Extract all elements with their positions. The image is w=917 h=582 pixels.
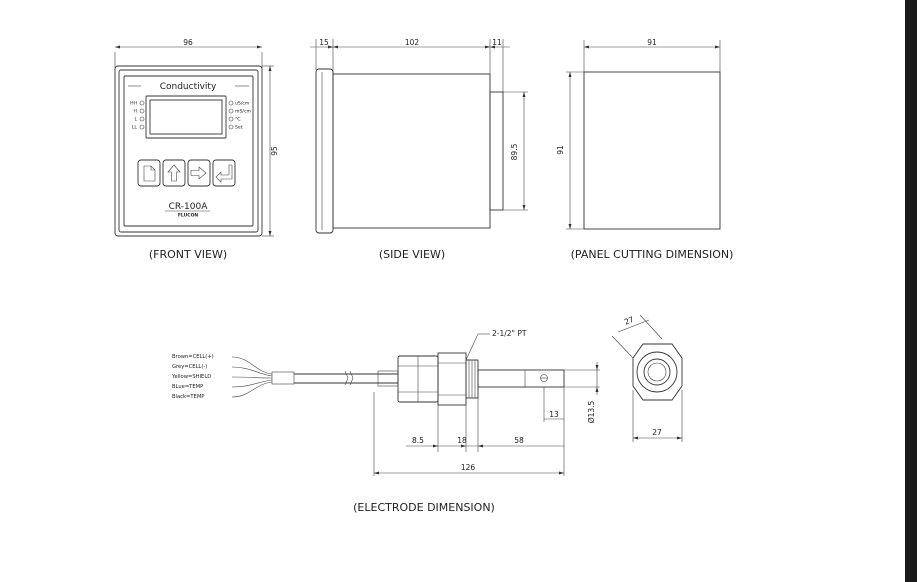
probe-body [477,369,565,388]
side-terminal-block [489,91,504,211]
led-label-set: Set [235,125,243,131]
side-back-depth-label: 11 [492,38,502,47]
side-bezel [315,68,334,234]
side-body [332,73,491,229]
tip-length-label: 13 [549,410,559,419]
enter-icon [215,164,233,183]
panel-cutout [583,71,721,230]
panel-caption: (PANEL CUTTING DIMENSION) [571,248,734,261]
thread-label: 2-1/2" PT [492,329,527,338]
dim-c-label: 58 [514,436,524,445]
electrode-caption: (ELECTRODE DIMENSION) [353,501,495,514]
hex-diagonal-label: 27 [623,315,635,327]
side-height-label: 89.5 [510,143,519,160]
right-key [187,159,211,187]
led-label-l: L [134,117,137,123]
led-label-h: H [134,109,137,115]
cable-sleeve [271,371,295,385]
front-bezel [114,65,263,237]
dim-a-label: 8.5 [412,436,424,445]
led-label-temp: °C [235,117,241,123]
right-arrow-icon [190,166,207,180]
hex-flat-label: 27 [652,428,662,437]
side-view: 15 102 11 89.5 (SIDE VIEW) [310,38,528,261]
probe-diameter-label: Ø13.5 [587,400,596,423]
page-key [137,159,161,187]
brand-label: FLUCON [178,213,199,219]
model-label: CR-100A [169,202,209,212]
wire-black: Black=TEMP [172,394,204,400]
wire-grey: Grey=CELL(-) [172,364,207,370]
led-label-ll: LL [132,125,138,131]
led-label-uscm: uS/cm [235,101,250,107]
hex-body [437,352,467,406]
led-label-hh: HH [130,101,137,107]
hex-outline [632,343,683,401]
panel-height-label: 91 [556,145,565,155]
side-view-caption: (SIDE VIEW) [379,248,445,261]
front-width-label: 96 [183,38,193,47]
up-key [162,159,186,187]
wire-brown: Brown=CELL(+) [172,354,214,360]
side-front-depth-label: 15 [319,38,329,47]
front-display [145,95,227,139]
total-length-label: 126 [461,463,476,472]
enter-key [212,159,236,187]
electrode-wires [231,356,273,398]
page-icon [143,165,156,182]
front-height-label: 95 [270,146,279,156]
electrode-end-view: 27 27 [611,315,683,442]
front-keypad [137,159,236,187]
wire-yellow: Yellow=SHIELD [171,374,211,380]
front-title: Conductivity [160,82,217,92]
panel-cutting-view: 91 91 (PANEL CUTTING DIMENSION) [556,38,733,261]
left-led-column: HH H L LL [130,101,145,131]
dim-b-label: 18 [457,436,467,445]
cable-break [344,370,354,386]
side-body-depth-label: 102 [405,38,420,47]
up-arrow-icon [167,164,181,182]
wire-blue: BLue=TEMP [172,384,203,390]
led-label-mscm: mS/cm [235,109,251,115]
panel-width-label: 91 [647,38,657,47]
right-led-column: uS/cm mS/cm °C Set [228,101,251,131]
electrode-view: Brown=CELL(+) Grey=CELL(-) Yellow=SHIELD… [171,315,683,514]
wire-legend: Brown=CELL(+) Grey=CELL(-) Yellow=SHIELD… [171,354,214,400]
front-view-caption: (FRONT VIEW) [149,248,227,261]
window-edge [905,0,917,582]
front-view: 96 95 Conductivity HH H L LL [114,38,279,261]
